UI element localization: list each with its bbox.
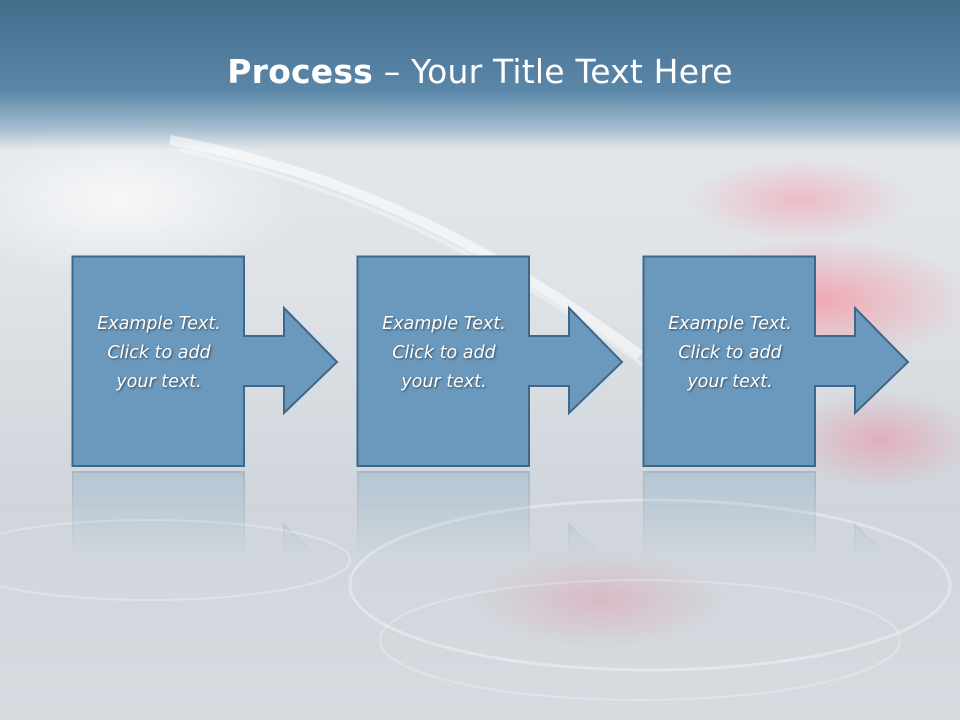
step-line-2: Click to add [107,343,211,363]
step-shape [71,255,339,467]
step-line-1: Example Text. [668,314,792,334]
step-text[interactable]: Example Text. Click to add your text. [72,310,246,397]
step-line-3: your text. [401,372,487,392]
title-rest: – Your Title Text Here [373,52,733,91]
step-line-3: your text. [687,372,773,392]
step-reflection-1 [72,470,342,560]
step-reflection-2 [357,470,627,560]
reflection-shape [643,471,910,560]
title-band [0,0,960,150]
step-reflection-3 [643,470,913,560]
process-step-2[interactable]: Example Text. Click to add your text. [356,255,627,468]
step-line-2: Click to add [678,343,782,363]
slide-title[interactable]: Process – Your Title Text Here [0,52,960,91]
step-shape [356,255,624,467]
step-line-1: Example Text. [97,314,221,334]
step-text[interactable]: Example Text. Click to add your text. [357,310,531,397]
title-bold: Process [227,52,374,91]
step-shape [642,255,910,467]
step-line-2: Click to add [392,343,496,363]
process-step-1[interactable]: Example Text. Click to add your text. [71,255,342,468]
reflection-shape [357,471,624,560]
reflection-shape [72,471,339,560]
step-line-3: your text. [116,372,202,392]
process-step-3[interactable]: Example Text. Click to add your text. [642,255,913,468]
step-line-1: Example Text. [382,314,506,334]
step-text[interactable]: Example Text. Click to add your text. [643,310,817,397]
